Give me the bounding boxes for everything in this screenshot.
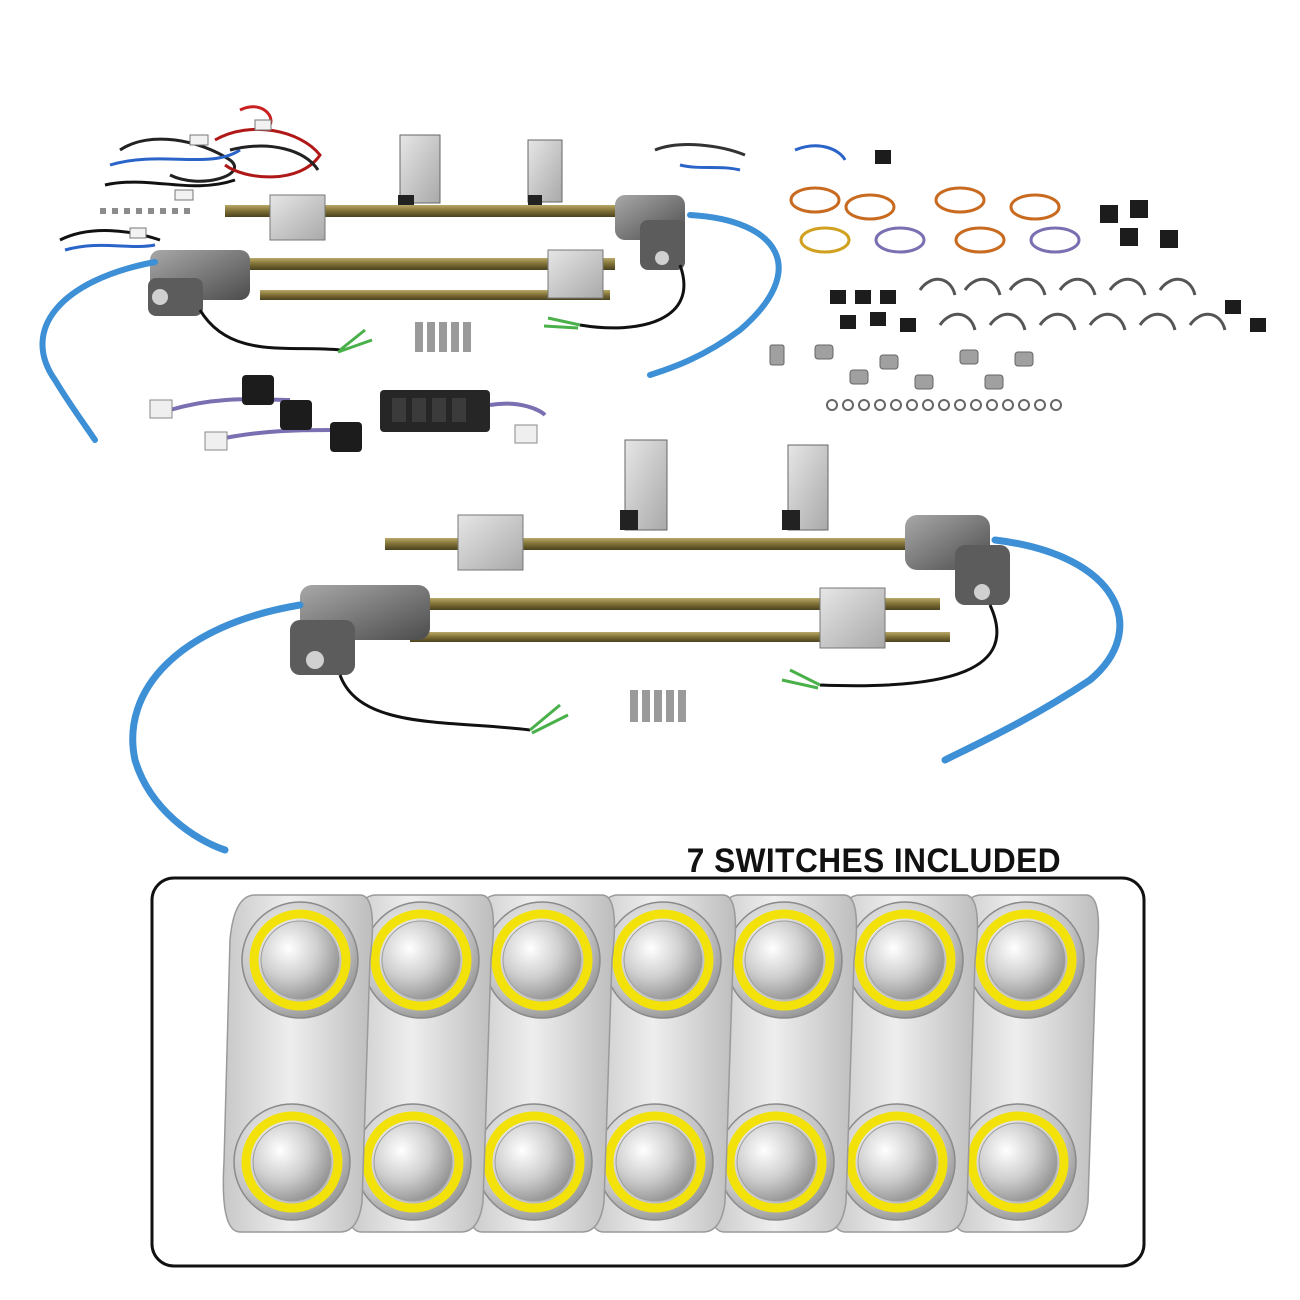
motor-lead-wire	[198, 264, 686, 354]
regulator-rail	[155, 194, 645, 300]
illuminated-push-button-icon	[362, 901, 480, 1019]
illuminated-push-button-icon	[475, 1103, 593, 1221]
flex-cable-tube	[39, 212, 782, 443]
switch-harness	[149, 375, 547, 452]
illuminated-push-button-icon	[959, 1103, 1077, 1221]
illuminated-push-button-icon	[241, 901, 359, 1019]
switches-included-caption: 7 SWITCHES INCLUDED	[686, 842, 1062, 880]
relay-pigtail-set	[654, 143, 1081, 254]
switch-plate-7	[948, 894, 1100, 1233]
switch-plate-4	[585, 894, 737, 1233]
illuminated-push-button-icon	[233, 1103, 351, 1221]
bolt-set	[630, 690, 686, 722]
lower-kit	[129, 439, 1124, 854]
loop-connector-set	[918, 277, 1227, 331]
flex-cable-tube	[129, 536, 1124, 854]
relay-block	[830, 150, 1266, 332]
switch-plate-1	[222, 894, 374, 1233]
regulator-rail	[300, 514, 950, 649]
window-motor	[148, 195, 685, 316]
switch-plate-6	[827, 894, 979, 1233]
illuminated-push-button-icon	[354, 1103, 472, 1221]
illuminated-push-button-icon	[596, 1103, 714, 1221]
switch-row	[222, 894, 1100, 1233]
window-motor	[290, 515, 1010, 675]
illuminated-push-button-icon	[604, 901, 722, 1019]
hardware-clips	[769, 344, 1034, 390]
washer-set	[826, 399, 1062, 411]
illuminated-push-button-icon	[846, 901, 964, 1019]
mounting-bracket	[398, 134, 563, 205]
bolt-set	[415, 322, 471, 352]
illuminated-push-button-icon	[725, 901, 843, 1019]
illuminated-push-button-icon	[717, 1103, 835, 1221]
illuminated-push-button-icon	[838, 1103, 956, 1221]
illuminated-push-button-icon	[967, 901, 1085, 1019]
illuminated-push-button-icon	[483, 901, 601, 1019]
screw-set	[100, 208, 190, 214]
switch-plate-3	[464, 894, 616, 1233]
mounting-bracket	[620, 439, 829, 531]
connector-plugs	[129, 119, 272, 239]
wiring-harness-bundle	[59, 105, 322, 252]
upper-kit	[39, 105, 1266, 452]
switch-plate-2	[343, 894, 495, 1233]
motor-lead-wire	[338, 604, 999, 735]
